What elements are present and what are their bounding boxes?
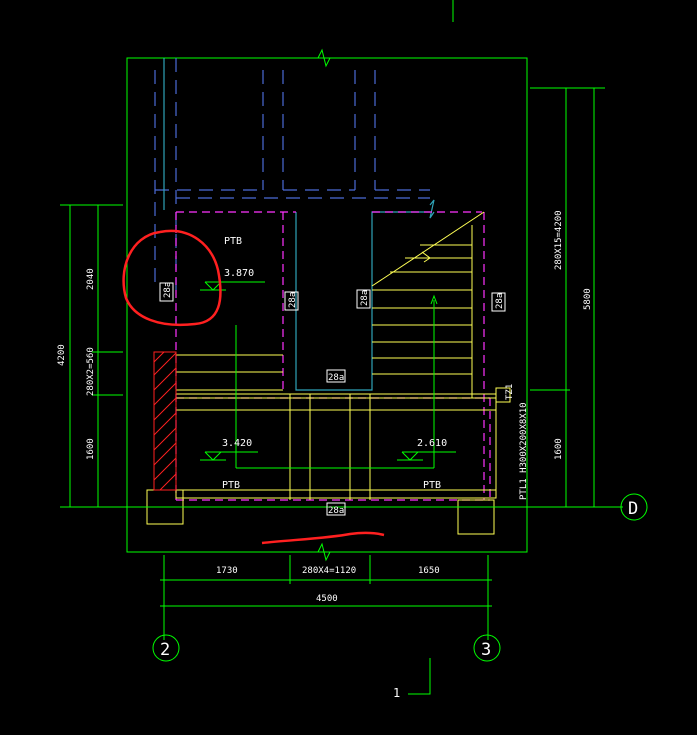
dim-right-lower: 1600 — [554, 438, 564, 460]
dim-bottom-right: 1650 — [418, 566, 440, 576]
wall-tag-5: 28a — [328, 373, 344, 383]
dim-right-total: 5800 — [583, 288, 593, 310]
dimension-lines — [60, 87, 623, 640]
level-label-right: 2.610 — [417, 438, 447, 449]
wall-tag-2: 28a — [288, 292, 298, 308]
wall-tag-6: 28a — [328, 506, 344, 516]
dim-left-lower: 1600 — [86, 438, 96, 460]
dim-left-total: 4200 — [57, 344, 67, 366]
wall-tag-4: 28a — [495, 293, 505, 309]
dim-right-upper: 280X15=4200 — [554, 210, 564, 270]
hidden-wall-lines — [154, 58, 430, 290]
stair-direction-arrows — [235, 294, 438, 469]
level-markers — [200, 281, 456, 461]
beam-tag: TZ1 — [505, 384, 515, 400]
wall-outlines — [163, 58, 435, 391]
masonry-wall-hatch — [153, 351, 177, 491]
wall-tag-boxes — [159, 282, 506, 516]
wall-tag-1: 28a — [163, 282, 173, 298]
dim-left-upper: 2040 — [86, 268, 96, 290]
level-label-top: 3.870 — [224, 268, 254, 279]
axis-3-bubble[interactable] — [473, 634, 501, 662]
ptb-label-top: PTB — [224, 236, 242, 247]
axis-2-bubble[interactable] — [152, 634, 180, 662]
beam-label: PTL1 H300X200X8X10 — [519, 402, 529, 500]
axis-d-label: D — [628, 499, 638, 519]
dim-bottom-total: 4500 — [316, 594, 338, 604]
section-mark-label: 1 — [393, 686, 400, 700]
dim-left-middle: 280X2=560 — [86, 347, 96, 396]
wall-tag-3: 28a — [360, 290, 370, 306]
level-label-left: 3.420 — [222, 438, 252, 449]
axis-bubbles — [152, 493, 648, 695]
markup-underline — [261, 531, 385, 545]
stair-treads — [146, 211, 511, 535]
ptb-label-right: PTB — [423, 480, 441, 491]
dim-bottom-left: 1730 — [216, 566, 238, 576]
stair-slab-outlines — [175, 211, 491, 501]
markup-circle — [122, 229, 222, 327]
ptb-label-left: PTB — [222, 480, 240, 491]
axis-2-label: 2 — [160, 640, 170, 660]
outer-boundary — [126, 48, 528, 562]
dim-bottom-middle: 280X4=1120 — [302, 566, 356, 576]
axis-3-label: 3 — [481, 640, 491, 660]
red-markup — [122, 229, 385, 545]
axis-d-bubble[interactable] — [620, 493, 648, 521]
